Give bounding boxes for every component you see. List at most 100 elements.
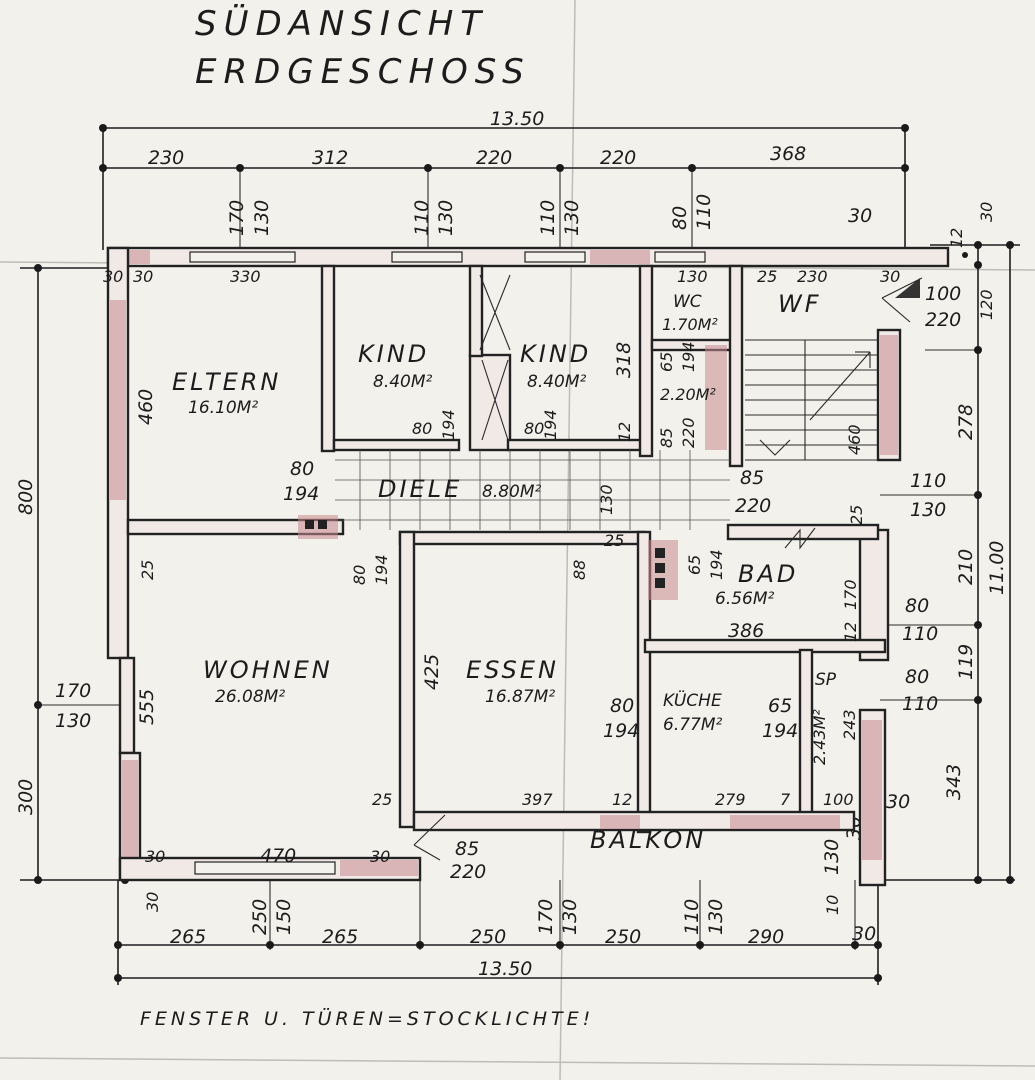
dim-i-80b: 80 (350, 565, 369, 585)
dim-i-25b: 25 (847, 505, 866, 525)
dim-i-243: 243 (840, 709, 859, 740)
dim-r-30: 30 (977, 202, 996, 222)
dim-i-85c: 85 (740, 467, 764, 489)
dim-i-80e: 80 (610, 695, 634, 717)
dim-i-460b: 460 (845, 424, 864, 455)
room-balkon-name: BALKON (590, 826, 706, 854)
dim-i-12a: 12 (615, 422, 634, 442)
right-dimensions (860, 241, 1020, 884)
dim-i-25c: 25 (372, 790, 392, 809)
dim-win-t9: 30 (848, 205, 872, 227)
room-kind1-area: 8.40M² (373, 372, 433, 392)
title-line1: SÜDANSICHT (195, 3, 488, 44)
dim-l-300: 300 (15, 779, 37, 815)
footer-note: FENSTER U. TÜREN=STOCKLICHTE! (140, 1007, 594, 1030)
top-window-dims: 170 130 110 130 110 130 80 110 30 (226, 194, 872, 236)
room-dusche-area: 2.20M² (660, 385, 716, 404)
dim-b-170: 170 (535, 899, 557, 935)
dim-i-194f: 194 (707, 549, 726, 580)
dim-win-t1: 170 (226, 200, 248, 236)
dim-b-misc-30: 30 (143, 892, 162, 912)
room-wc-area: 1.70M² (662, 315, 718, 334)
dim-i-30b: 30 (133, 267, 153, 286)
dim-i-130: 130 (597, 484, 616, 515)
dim-i-386: 386 (728, 620, 764, 642)
dim-i-7: 7 (780, 790, 791, 809)
dim-b-265b: 265 (322, 926, 358, 948)
dim-win-t5: 110 (537, 200, 559, 236)
room-eltern-area: 16.10M² (188, 398, 258, 418)
dim-i-30w: 30 (880, 267, 900, 286)
dim-rw-130a: 130 (910, 499, 946, 521)
dim-win-t4: 130 (435, 200, 457, 236)
dim-i-220c: 220 (735, 495, 771, 517)
dim-i-12b: 12 (612, 790, 632, 809)
dim-top-3: 220 (476, 147, 512, 169)
dim-rw-30: 30 (886, 791, 910, 813)
dim-i-330: 330 (230, 267, 261, 286)
dim-i-88: 88 (570, 560, 589, 580)
dim-i-194a: 194 (283, 483, 319, 505)
dim-i-194e: 194 (679, 341, 698, 372)
room-kueche-area: 6.77M² (663, 715, 723, 735)
dim-b-130b: 130 (705, 899, 727, 935)
dim-i-25d: 25 (604, 531, 624, 550)
dim-i-30c: 30 (145, 847, 165, 866)
room-eltern-name: ELTERN (172, 368, 281, 396)
dim-r-100: 100 (925, 283, 961, 305)
dim-top-2: 312 (312, 147, 348, 169)
dim-r-total: 11.00 (986, 541, 1008, 595)
title-line2: ERDGESCHOSS (195, 52, 531, 92)
room-essen-area: 16.87M² (485, 687, 555, 707)
dim-i-194h: 194 (762, 720, 798, 742)
dim-rw-110b: 110 (902, 623, 938, 645)
dim-i-30a: 30 (103, 267, 123, 286)
dim-b-150: 150 (273, 899, 295, 935)
dim-r-210: 210 (955, 549, 977, 585)
dim-r-278: 278 (955, 404, 977, 440)
diele-tiles (335, 450, 730, 530)
dim-b-misc-10: 10 (823, 895, 842, 915)
dim-i-194b: 194 (372, 554, 391, 585)
dim-i-80d: 80 (524, 419, 544, 438)
dim-rw-110a: 110 (910, 470, 946, 492)
dim-i-279: 279 (715, 790, 746, 809)
dim-r-343: 343 (943, 764, 965, 800)
room-kind2-name: KIND (520, 340, 591, 368)
room-diele-area: 8.80M² (482, 482, 542, 502)
dim-win-t7: 80 (669, 206, 691, 230)
room-wf-name: WF (778, 290, 822, 318)
dim-i-80a: 80 (290, 458, 314, 480)
dim-i-460: 460 (135, 389, 157, 425)
dim-win-t2: 130 (251, 200, 273, 236)
dim-b-265a: 265 (170, 926, 206, 948)
door-swings (413, 277, 923, 861)
dim-b-290: 290 (748, 926, 784, 948)
outer-walls (106, 246, 950, 887)
dim-b-250a: 250 (249, 899, 271, 935)
dim-win-t6: 130 (561, 200, 583, 236)
dim-i-80c: 80 (412, 419, 432, 438)
dim-win-t3: 110 (411, 200, 433, 236)
room-sp-area: 2.43M² (810, 709, 829, 765)
dim-r-12: 12 (947, 228, 966, 248)
dim-l-130: 130 (55, 710, 91, 732)
dim-i-397: 397 (522, 790, 553, 809)
dim-rw-80a: 80 (905, 595, 929, 617)
dim-i-30d: 30 (370, 847, 390, 866)
staircase (745, 278, 920, 550)
bottom-dimensions (114, 880, 882, 985)
room-kind2-area: 8.40M² (527, 372, 587, 392)
room-bad-area: 6.56M² (715, 589, 775, 609)
dim-i-85b: 85 (657, 428, 676, 448)
dim-top-5: 368 (770, 143, 806, 165)
interior-walls (126, 264, 887, 834)
room-wc-name: WC (673, 292, 702, 312)
top-dimensions (99, 124, 909, 250)
room-sp-name: SP (815, 670, 837, 690)
inner-dimensions: 30 30 330 460 80 194 25 555 30 470 30 85… (103, 267, 900, 883)
room-kueche-name: KÜCHE (663, 689, 722, 711)
dim-i-194d: 194 (541, 409, 560, 440)
dim-b-250c: 250 (605, 926, 641, 948)
